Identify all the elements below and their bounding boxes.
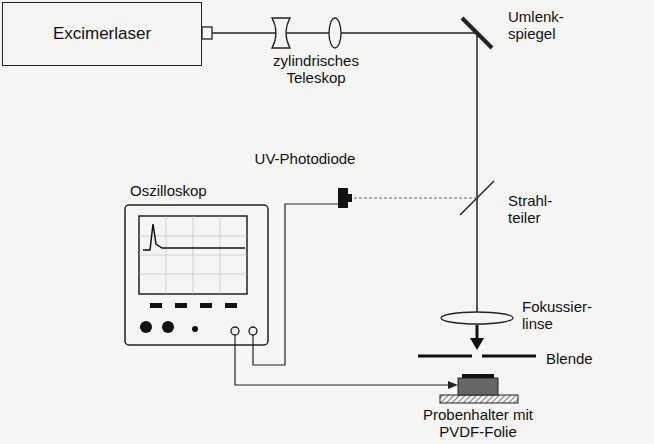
focusing-lens — [441, 312, 513, 324]
part-label: zylindrisches Teleskop — [262, 52, 370, 86]
part-label: Probenhalter mit PVDF-Folie — [418, 406, 538, 440]
oscilloscope-controls — [140, 303, 237, 333]
convex-lens — [329, 18, 341, 48]
part-label: Blende — [546, 350, 616, 367]
signal-wire — [235, 335, 452, 385]
oscilloscope-screen — [139, 216, 247, 294]
laser-port — [202, 27, 212, 39]
beam-arrowhead — [470, 338, 484, 350]
focused-beam — [476, 325, 479, 340]
laser-box: Excimerlaser — [2, 2, 202, 66]
wire-clip — [448, 381, 458, 389]
screen-grid — [139, 216, 247, 294]
part-label: Strahl- teiler — [508, 192, 572, 226]
oscilloscope — [125, 205, 268, 345]
aperture — [418, 355, 472, 358]
signal-wire — [253, 204, 338, 365]
sample-block — [458, 378, 498, 395]
laser-beam — [476, 33, 478, 312]
part-label: UV-Photodiode — [245, 150, 365, 167]
reflected-beam — [350, 198, 477, 199]
aperture — [482, 355, 536, 358]
box-label: Excimerlaser — [53, 24, 151, 44]
part-label: Oszilloskop — [130, 182, 240, 199]
photodiode-symbol — [338, 188, 348, 208]
laser-beam — [212, 32, 477, 33]
input-terminal — [249, 327, 257, 335]
signal-trace — [143, 224, 245, 250]
part-label: Umlenk- spiegel — [508, 8, 578, 42]
sample-holder — [440, 395, 518, 403]
concave-lens — [272, 18, 290, 48]
part-label: Fokussier- linse — [522, 298, 606, 332]
pvdf-foil — [462, 374, 494, 378]
photodiode-symbol — [348, 194, 352, 202]
input-terminal — [231, 327, 239, 335]
